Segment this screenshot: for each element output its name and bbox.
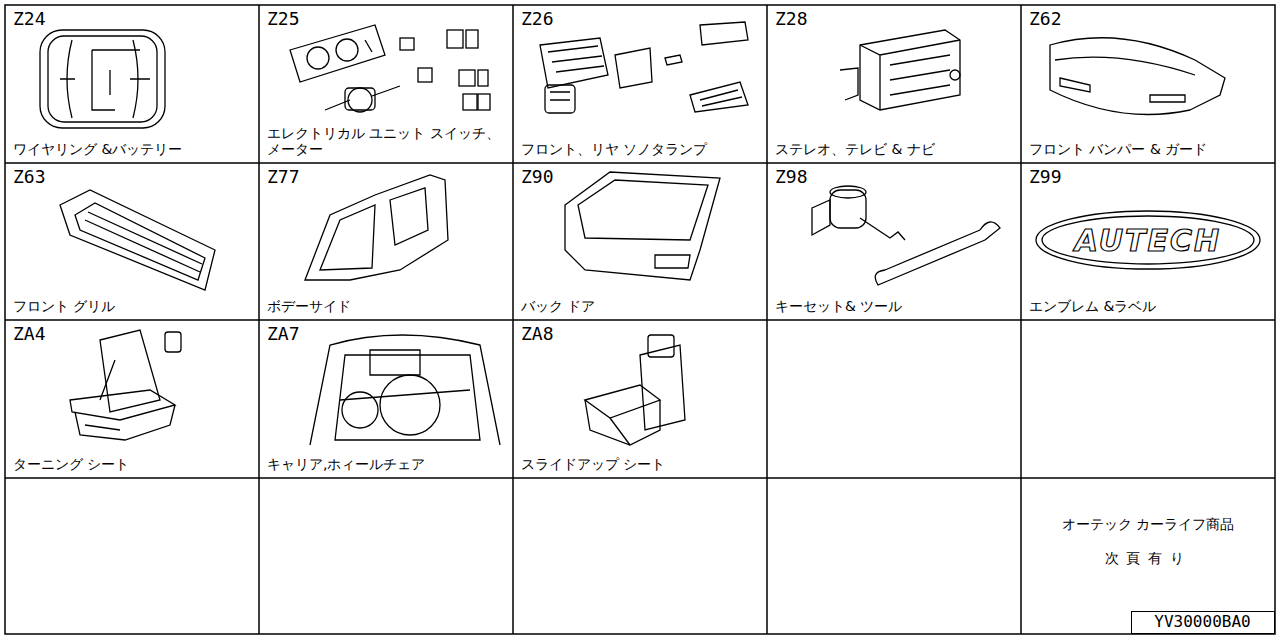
index-cell: Z90 バック ドア bbox=[513, 163, 767, 320]
group-code: Z26 bbox=[521, 9, 554, 30]
group-name: フロント グリル bbox=[13, 298, 251, 314]
index-cell: ZA4 ターニング シート bbox=[5, 320, 259, 478]
group-code: Z77 bbox=[267, 167, 300, 188]
group-code: Z62 bbox=[1029, 9, 1062, 30]
group-code: Z25 bbox=[267, 9, 300, 30]
group-code: Z98 bbox=[775, 167, 808, 188]
index-cell: Z28 ステレオ、テレビ & ナビ bbox=[767, 5, 1021, 163]
back-door-figure bbox=[565, 172, 720, 280]
car-wiring-figure bbox=[40, 30, 165, 128]
group-code: Z28 bbox=[775, 9, 808, 30]
group-name: ワイヤリング &バッテリー bbox=[13, 141, 251, 157]
index-cell: Z25 エレクトリカル ユニット スイッチ、メーター bbox=[259, 5, 513, 163]
index-grid bbox=[5, 5, 1275, 634]
note-text: オーテック カーライフ商品 bbox=[1062, 516, 1234, 532]
group-code: Z90 bbox=[521, 167, 554, 188]
group-name: ボデーサイド bbox=[267, 298, 505, 314]
index-cell: Z77 ボデーサイド bbox=[259, 163, 513, 320]
bumper-figure bbox=[1050, 38, 1225, 115]
group-code: Z63 bbox=[13, 167, 46, 188]
index-cell: Z24 ワイヤリング &バッテリー bbox=[5, 5, 259, 163]
group-name: フロント、リヤ ソノタランプ bbox=[521, 141, 759, 157]
note-cell: オーテック カーライフ商品次頁有り YV30000BA0 bbox=[1021, 478, 1275, 634]
emblem-lettering: AUTECH bbox=[1075, 223, 1221, 258]
grille-figure bbox=[60, 190, 215, 290]
index-cell: Z26 フロント、リヤ ソノタランプ bbox=[513, 5, 767, 163]
wheelchair-carrier-figure bbox=[310, 335, 500, 445]
group-name: エレクトリカル ユニット スイッチ、メーター bbox=[267, 125, 505, 157]
drawing-number: YV30000BA0 bbox=[1154, 613, 1250, 631]
group-name: エンブレム &ラベル bbox=[1029, 298, 1267, 314]
key-tool-figure bbox=[812, 186, 1000, 285]
group-name: スライドアップ シート bbox=[521, 456, 759, 472]
index-cell: ZA8 スライドアップ シート bbox=[513, 320, 767, 478]
meter-switch-figure bbox=[290, 25, 490, 112]
group-code: ZA8 bbox=[521, 324, 554, 345]
slide-seat-figure bbox=[585, 335, 685, 445]
group-name: キーセット& ツール bbox=[775, 298, 1013, 314]
emblem-figure bbox=[1036, 211, 1260, 269]
group-code: Z24 bbox=[13, 9, 46, 30]
group-code: Z99 bbox=[1029, 167, 1062, 188]
stereo-figure bbox=[840, 30, 960, 110]
group-code: ZA4 bbox=[13, 324, 46, 345]
index-cell: Z62 フロント バンパー & ガード bbox=[1021, 5, 1275, 163]
index-cell: Z98 キーセット& ツール bbox=[767, 163, 1021, 320]
group-name: フロント バンパー & ガード bbox=[1029, 141, 1267, 157]
group-name: ステレオ、テレビ & ナビ bbox=[775, 141, 1013, 157]
turning-seat-figure bbox=[70, 330, 181, 440]
lamp-figure bbox=[540, 22, 748, 113]
body-side-figure bbox=[305, 175, 448, 280]
group-name: ターニング シート bbox=[13, 456, 251, 472]
index-cell: ZA7 キャリア,ホィールチェア bbox=[259, 320, 513, 478]
group-name: バック ドア bbox=[521, 298, 759, 314]
group-name: キャリア,ホィールチェア bbox=[267, 456, 505, 472]
note-text: 次頁有り bbox=[1105, 550, 1192, 566]
group-code: ZA7 bbox=[267, 324, 300, 345]
index-cell: Z63 フロント グリル bbox=[5, 163, 259, 320]
drawing-number-box: YV30000BA0 bbox=[1131, 611, 1275, 634]
